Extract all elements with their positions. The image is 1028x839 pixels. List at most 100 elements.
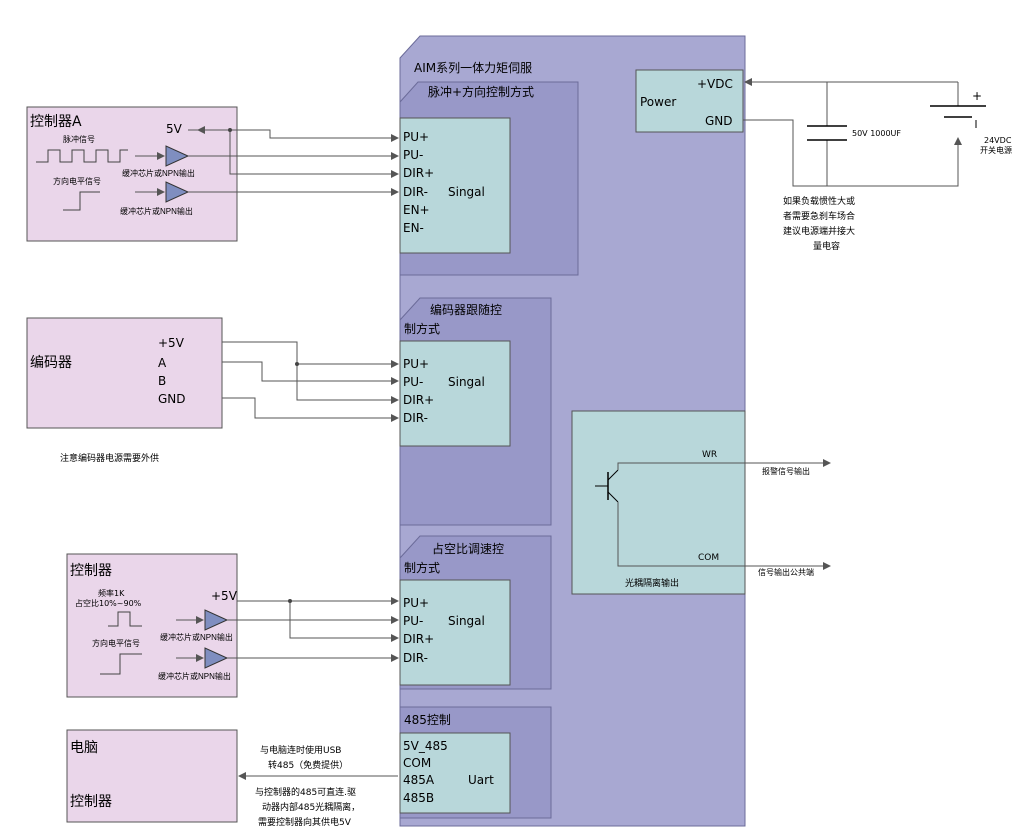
transistor-symbol [607, 469, 619, 481]
duty-pin: DIR- [403, 651, 428, 665]
buffer-triangle-icon [165, 145, 190, 167]
cap-note: 量电容 [813, 240, 840, 252]
pc-box [66, 729, 238, 823]
wr-output-label: 报警信号输出 [762, 466, 810, 476]
wire [222, 361, 399, 385]
dir-signal-label: 方向电平信号 [92, 638, 140, 648]
duty-signal-label: Singal [448, 614, 485, 628]
capacitor-label: 50V 1000UF [852, 129, 901, 138]
wire [222, 397, 399, 422]
rs485-signal-block [399, 732, 511, 814]
freq-label: 频率1K [98, 588, 125, 598]
buffer-label: 缓冲芯片或NPN输出 [122, 168, 195, 178]
rs485-pin: 485A [403, 773, 435, 787]
buffer-triangle-icon [165, 181, 190, 203]
junction-dot [288, 599, 292, 603]
encoder-section-title: 编码器跟随控 [430, 302, 502, 317]
buffer-label: 缓冲芯片或NPN输出 [158, 671, 231, 681]
pulse-pin: DIR- [403, 185, 428, 199]
encoder-signal-label: Singal [448, 375, 485, 389]
wire [743, 119, 959, 187]
supply-plus-label: + [972, 89, 982, 103]
usb-note: 转485（免费提供） [268, 759, 348, 771]
pulse-pin: EN+ [403, 203, 430, 217]
encoder-title: 编码器 [30, 355, 72, 371]
pulse-pin: PU- [403, 148, 423, 162]
com-output-label: 信号输出公共端 [758, 567, 814, 577]
opto-block [571, 410, 746, 595]
cap-note: 者需要急刹车场合 [783, 210, 855, 222]
rs485-pin: COM [403, 756, 431, 770]
encoder-signal-block [399, 340, 511, 447]
rs485-pin: 485B [403, 791, 434, 805]
duty-pin: PU- [403, 614, 423, 628]
wire [296, 364, 399, 404]
pulse-signal-label: Singal [448, 185, 485, 199]
encoder-pin: PU- [403, 375, 423, 389]
usb-note: 与电脑连时使用USB [260, 744, 341, 756]
pulse-section-title: 脉冲+方向控制方式 [428, 84, 534, 99]
buffer-triangle-icon [204, 609, 229, 631]
duty-section-title: 制方式 [404, 560, 440, 575]
pulse-signal-block [399, 117, 511, 254]
wire [289, 601, 399, 642]
supply-label: 开关电源 [980, 145, 1012, 155]
encoder-pin-label: GND [158, 392, 186, 406]
opto-label: 光耦隔离输出 [625, 577, 679, 589]
pulse-signal-label: 脉冲信号 [63, 134, 95, 144]
buffer-label: 缓冲芯片或NPN输出 [160, 632, 233, 642]
transistor-symbol [607, 491, 619, 503]
supply-label: 24VDC [984, 136, 1012, 145]
controller-b-5v: +5V [211, 589, 238, 603]
cap-note: 建议电源端并接大 [783, 225, 855, 237]
wire [222, 382, 322, 392]
encoder-pin-label: +5V [158, 336, 185, 350]
power-vdc-label: +VDC [697, 77, 733, 91]
duty-section-title: 占空比调速控 [432, 541, 504, 556]
pulse-pin: DIR+ [403, 166, 434, 180]
junction-dot [228, 128, 232, 132]
direct-note: 动器内部485光耦隔离， [262, 801, 360, 813]
opto-com-label: COM [698, 553, 719, 563]
encoder-section-title: 制方式 [404, 321, 440, 336]
encoder-pin-label: B [158, 374, 166, 388]
duty-signal-block [399, 579, 511, 686]
buffer-label: 缓冲芯片或NPN输出 [120, 206, 193, 216]
pc-title: 电脑 [70, 740, 98, 756]
duty-pin: PU+ [403, 596, 429, 610]
dir-waveform [63, 191, 100, 211]
power-gnd-label: GND [705, 114, 733, 128]
direct-note: 与控制器的485可直连.驱 [255, 786, 356, 798]
wire [229, 130, 399, 178]
rs485-section-title: 485控制 [404, 713, 451, 727]
pulse-waveform [36, 149, 128, 163]
direct-note: 需要控制器向其供电5V [258, 816, 352, 828]
driver-title: AIM系列一体力矩伺服 [414, 61, 532, 75]
dir-waveform [100, 653, 142, 675]
encoder-note: 注意编码器电源需要外供 [60, 452, 159, 464]
wire [222, 341, 399, 368]
buffer-triangle-icon [204, 647, 229, 669]
encoder-box [26, 317, 223, 429]
power-block [635, 69, 744, 133]
duty-pin: DIR+ [403, 632, 434, 646]
wire [617, 462, 738, 470]
freq-label: 占空比10%~90% [75, 598, 142, 608]
pc-title: 控制器 [70, 794, 112, 810]
controller-b-title: 控制器 [70, 563, 112, 579]
power-label: Power [640, 95, 676, 109]
encoder-pin: DIR- [403, 411, 428, 425]
dir-signal-label: 方向电平信号 [53, 176, 101, 186]
encoder-pin: DIR+ [403, 393, 434, 407]
pulse-pin: PU+ [403, 130, 429, 144]
junction-dot [295, 362, 299, 366]
rs485-signal-label: Uart [468, 773, 494, 787]
controller-a-5v: 5V [166, 122, 183, 136]
pulse-pin: EN- [403, 221, 424, 235]
rs485-pin: 5V_485 [403, 739, 448, 753]
encoder-pin-label: A [158, 356, 167, 370]
cap-note: 如果负载惯性大或 [783, 195, 855, 207]
wire [617, 502, 738, 567]
encoder-pin: PU+ [403, 357, 429, 371]
